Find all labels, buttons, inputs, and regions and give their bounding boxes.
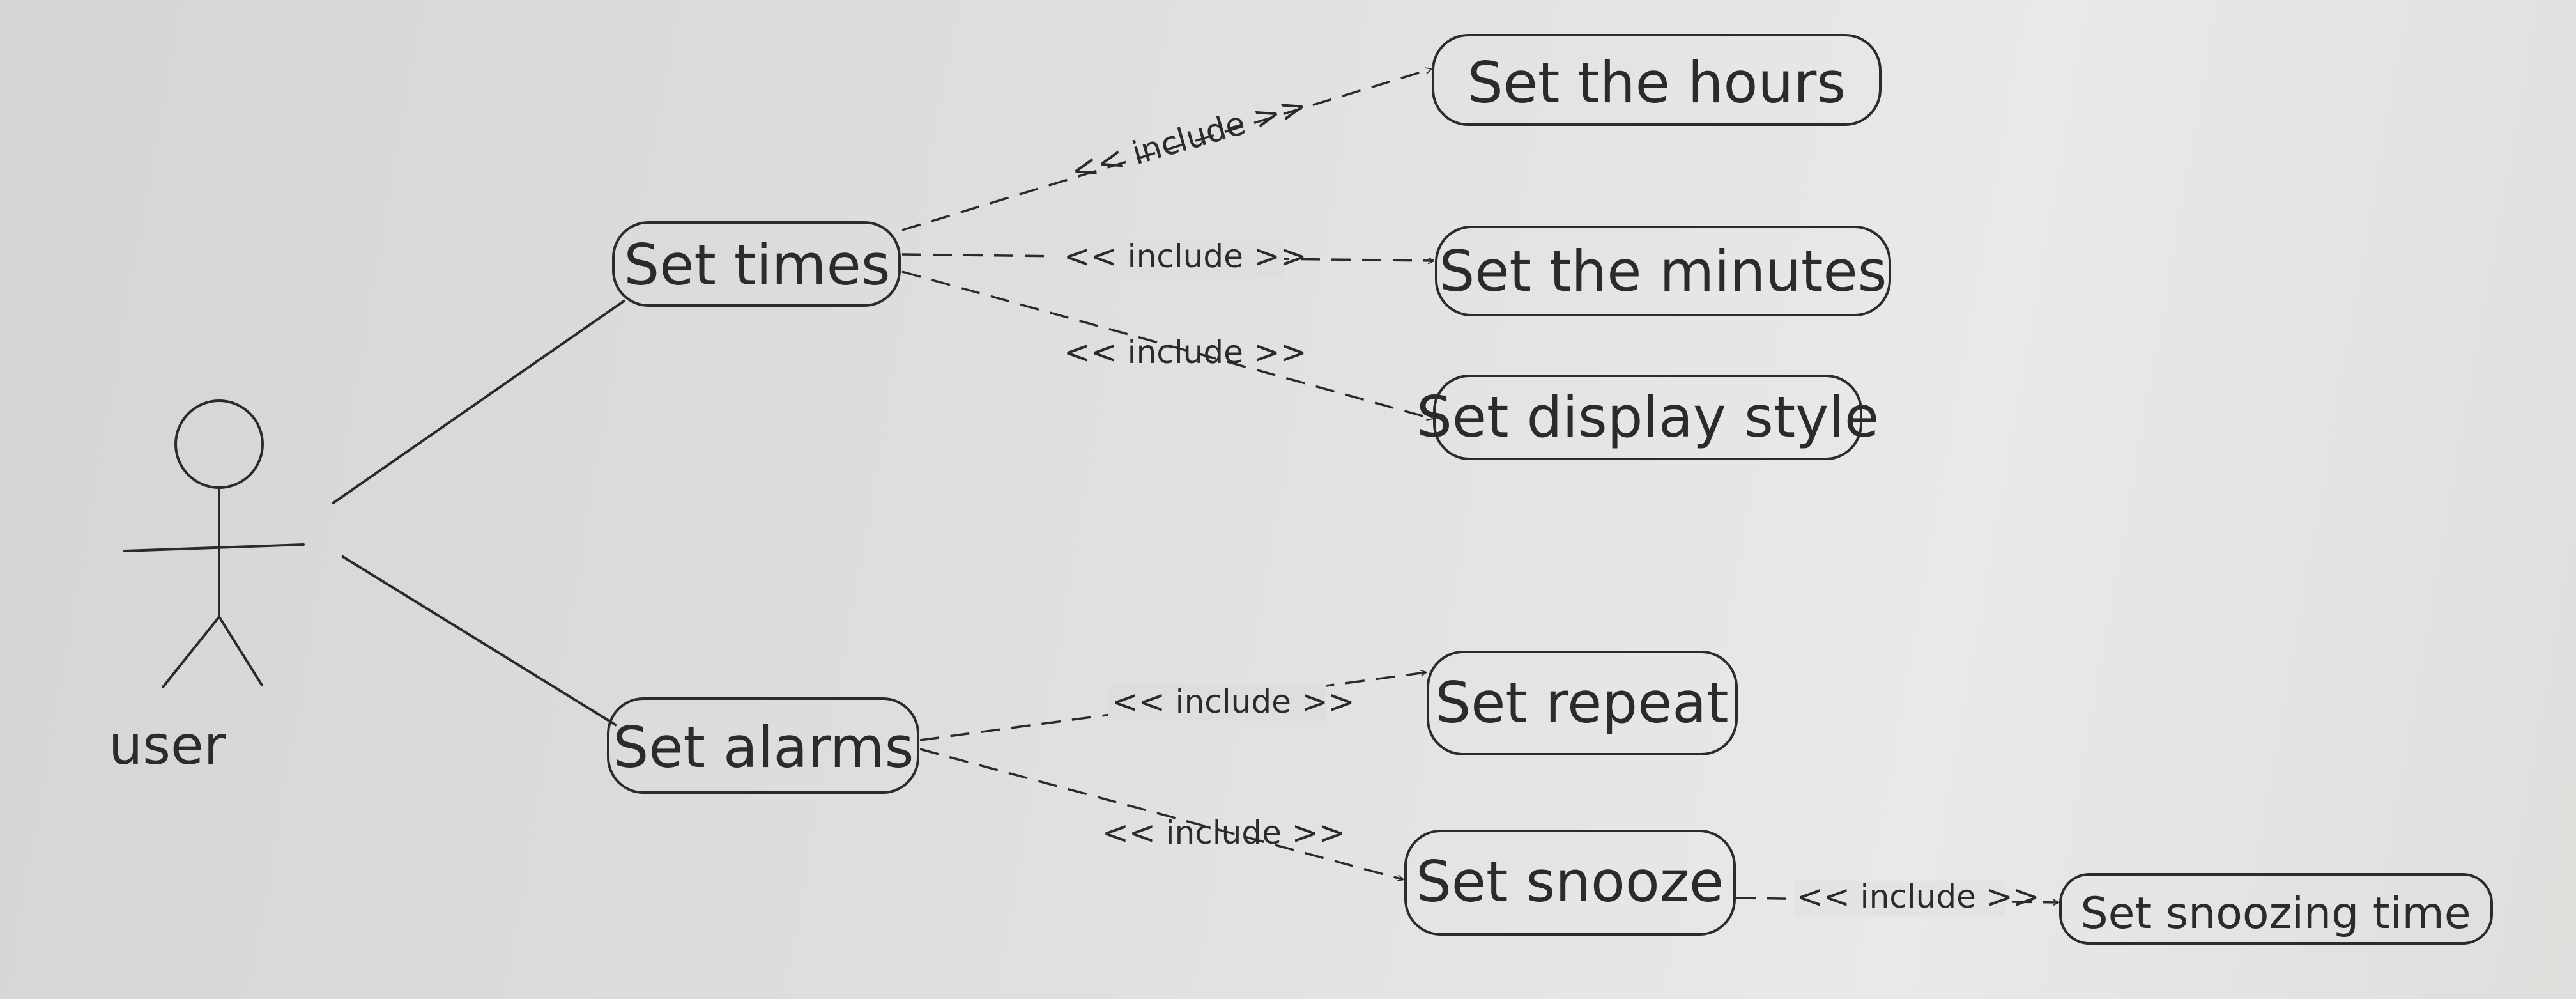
include-label-alarms-repeat: << include >> <box>1112 683 1355 720</box>
use-case-set-repeat-box <box>1427 651 1738 755</box>
actor-arms <box>123 543 305 552</box>
association-user-set-times <box>331 299 626 505</box>
use-case-set-alarms-box <box>607 697 919 794</box>
use-case-set-times-box <box>612 221 901 307</box>
use-case-set-hours-box <box>1432 34 1882 126</box>
use-case-set-alarms: Set alarms <box>613 715 914 780</box>
include-label-snooze-time: << include >> <box>1797 878 2040 915</box>
use-case-set-times: Set times <box>624 232 890 298</box>
use-case-set-snoozing-time-box <box>2059 873 2493 945</box>
use-case-set-minutes-box <box>1435 226 1891 316</box>
include-label-times-hours: << include >> <box>1067 87 1311 190</box>
actor-user <box>123 399 305 688</box>
use-case-set-repeat: Set repeat <box>1435 670 1728 736</box>
use-case-set-the-hours: Set the hours <box>1468 50 1846 116</box>
include-label-alarms-snooze: << include >> <box>1102 814 1346 851</box>
use-case-set-the-minutes: Set the minutes <box>1439 238 1887 304</box>
actor-head <box>174 399 264 489</box>
use-case-set-display-style: Set display style <box>1416 384 1879 450</box>
include-label-times-display: << include >> <box>1064 334 1307 371</box>
use-case-set-display-style-box <box>1433 375 1862 460</box>
actor-label: user <box>109 714 226 777</box>
include-labels: << include >> << include >> << include >… <box>1048 87 2040 916</box>
include-arrow-times-hours <box>901 69 1431 231</box>
actor-right-leg <box>218 616 263 686</box>
include-arrow-alarms-snooze <box>919 748 1403 879</box>
use-case-set-snooze-box <box>1404 830 1736 936</box>
actor-left-leg <box>162 616 220 688</box>
include-arrow-times-minutes <box>901 253 1434 261</box>
use-case-set-snoozing-time: Set snoozing time <box>2080 888 2471 939</box>
use-case-set-snooze: Set snooze <box>1416 849 1724 915</box>
association-user-set-alarms <box>341 555 618 727</box>
include-label-times-minutes: << include >> <box>1064 238 1307 275</box>
